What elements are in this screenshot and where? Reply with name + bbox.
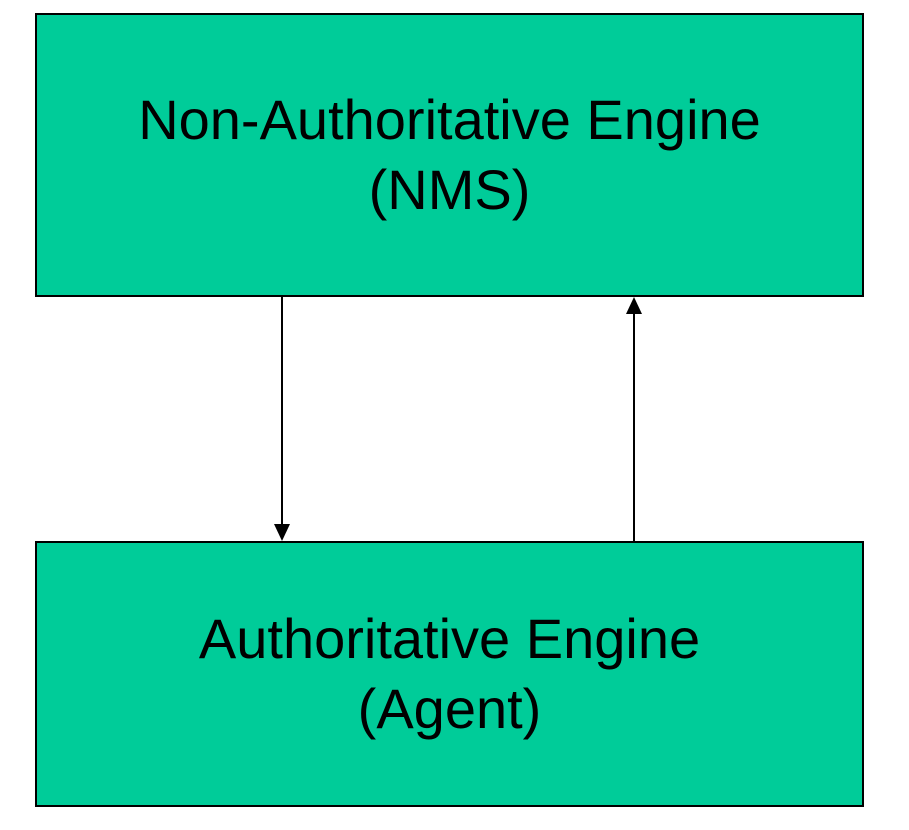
arrowhead-up-icon bbox=[626, 297, 642, 314]
arrow-up bbox=[626, 297, 642, 541]
node-subtitle: (Agent) bbox=[357, 677, 542, 740]
node-title: Non-Authoritative Engine bbox=[138, 88, 761, 151]
node-subtitle: (NMS) bbox=[368, 158, 531, 221]
non-authoritative-engine-node: Non-Authoritative Engine (NMS) bbox=[35, 13, 864, 297]
arrow-down bbox=[274, 297, 290, 541]
arrowhead-down-icon bbox=[274, 524, 290, 541]
authoritative-engine-node: Authoritative Engine (Agent) bbox=[35, 541, 864, 807]
node-title: Authoritative Engine bbox=[198, 607, 701, 670]
